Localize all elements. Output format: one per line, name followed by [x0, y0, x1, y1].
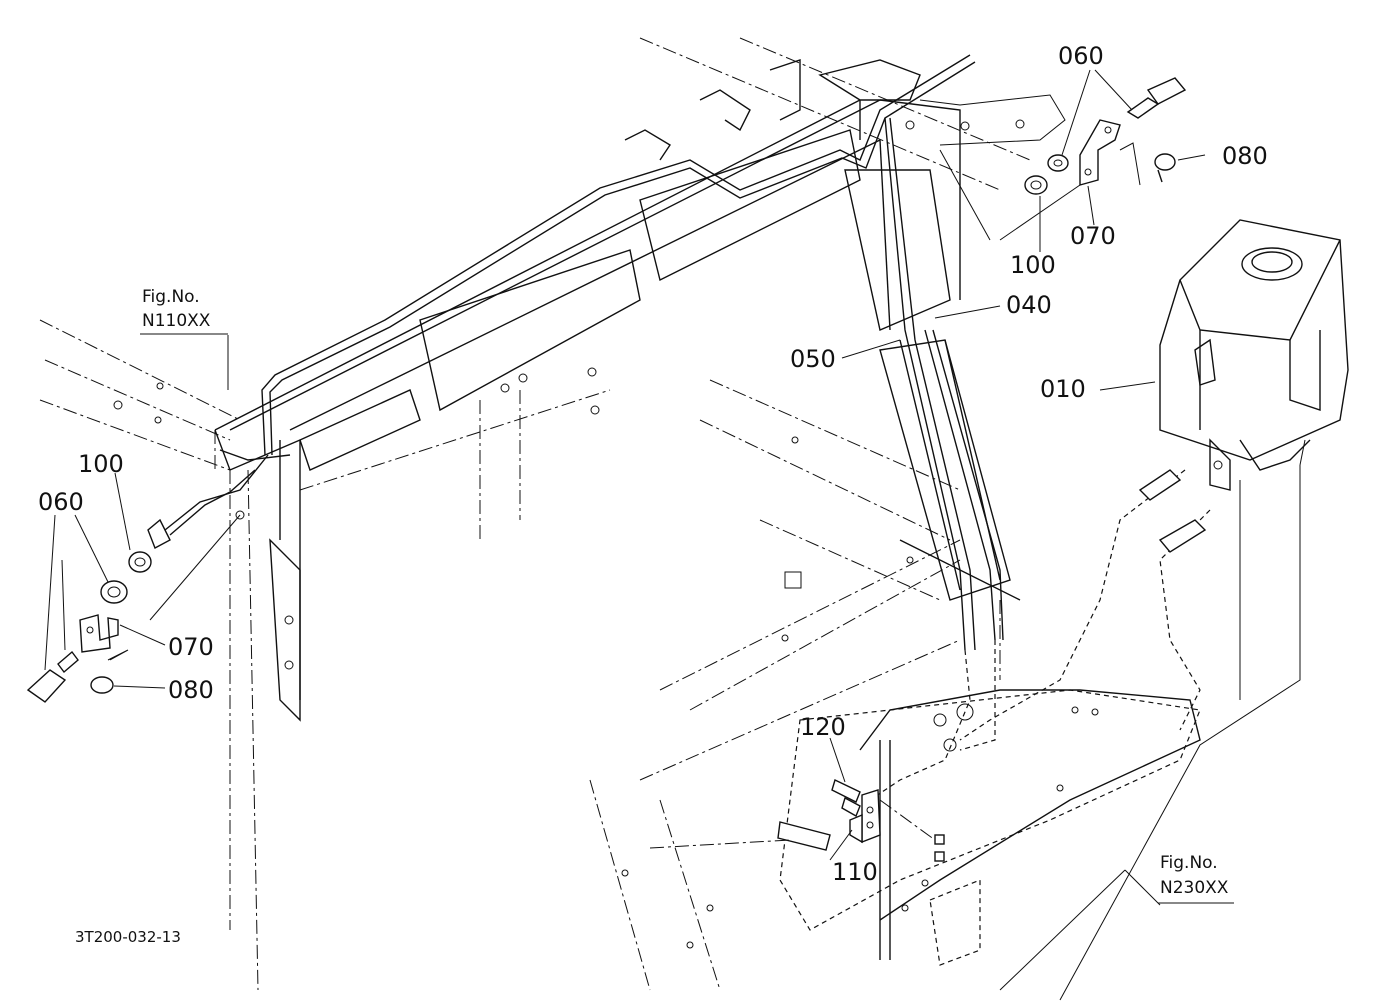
bracket-110[interactable] [849, 789, 881, 844]
callout-080-left: 080 [168, 676, 214, 704]
callout-050: 050 [790, 345, 836, 373]
door-panel [621, 689, 1201, 966]
right-hardware-guides [919, 94, 1141, 241]
callout-060-right: 060 [1058, 42, 1104, 70]
callout-100-right: 100 [1010, 251, 1056, 279]
nozzle-060-left[interactable] [26, 650, 79, 703]
grommet-100-left[interactable] [128, 551, 152, 573]
figure-ref-label: Fig.No. [142, 287, 200, 307]
clip-hardware [649, 799, 945, 862]
callout-060-left: 060 [38, 488, 84, 516]
nozzle-060-right[interactable] [1126, 77, 1187, 119]
figure-ref-label: Fig.No. [1160, 853, 1218, 873]
callout-010: 010 [1040, 375, 1086, 403]
roof-rail [214, 59, 1021, 700]
callout-labels: 010 040 050 060 060 070 070 080 080 100 … [38, 42, 1268, 886]
nut-060-right[interactable] [1047, 154, 1069, 172]
figure-ref-n110xx: Fig.No. N110XX [140, 287, 228, 335]
hoses-to-nozzles [869, 469, 1211, 801]
figure-ref-number: N230XX [1160, 878, 1229, 898]
leader-lines [44, 69, 1306, 1001]
callout-110: 110 [832, 858, 878, 886]
figure-ref-number: N110XX [142, 311, 211, 331]
nozzle-120[interactable] [831, 779, 861, 818]
drawing-code: 3T200-032-13 [75, 928, 181, 946]
callout-080-right: 080 [1222, 142, 1268, 170]
callout-040: 040 [1006, 291, 1052, 319]
frame-brackets [113, 59, 914, 722]
trim-panels [299, 129, 1011, 601]
bracket-070-right[interactable] [1079, 119, 1121, 186]
screw-080-left[interactable] [90, 676, 114, 694]
washer-tank-010[interactable] [1159, 219, 1349, 491]
cab-frame-phantom [39, 37, 1031, 991]
screw-080-right[interactable] [1154, 153, 1176, 183]
callout-100-left: 100 [78, 450, 124, 478]
grommet-100-right[interactable] [1024, 175, 1048, 195]
left-hardware-guides [61, 514, 241, 661]
bracket-070-left[interactable] [79, 614, 119, 653]
nut-060-left[interactable] [100, 580, 128, 604]
callout-070-left: 070 [168, 633, 214, 661]
callout-120: 120 [800, 713, 846, 741]
washer-tube-040-050 [147, 54, 1004, 651]
callout-070-right: 070 [1070, 222, 1116, 250]
figure-ref-n230xx: Fig.No. N230XX [1158, 853, 1234, 904]
